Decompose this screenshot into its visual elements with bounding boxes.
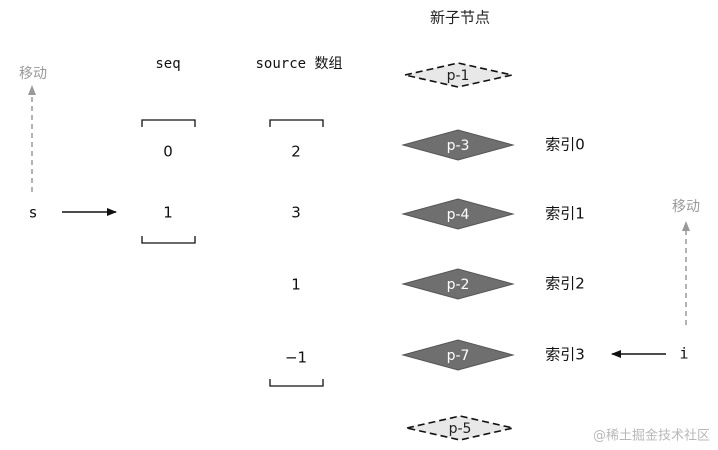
node-shape xyxy=(404,62,513,88)
diagram-title: 新子节点 xyxy=(430,9,490,27)
node-shape xyxy=(401,129,515,161)
pointer-s-label: s xyxy=(28,204,37,222)
index-label: 索引1 xyxy=(545,205,585,223)
seq-header: seq xyxy=(155,56,180,72)
node-p4: p-4 xyxy=(401,198,515,230)
source-value: 3 xyxy=(291,204,301,222)
node-p7: p-7 xyxy=(401,339,515,371)
source-value: −1 xyxy=(285,349,307,367)
node-shape xyxy=(401,198,515,230)
node-label: p-1 xyxy=(447,68,470,84)
source-header: source 数组 xyxy=(255,56,342,72)
pointer-i-label: i xyxy=(679,345,688,363)
source-value: 1 xyxy=(291,276,301,294)
node-label: p-5 xyxy=(449,421,472,437)
source-bracket-top xyxy=(269,119,324,127)
seq-bracket-top xyxy=(141,119,196,127)
watermark: @稀土掘金技术社区 xyxy=(593,428,710,444)
node-label: p-3 xyxy=(447,138,470,154)
index-label: 索引0 xyxy=(545,136,585,154)
seq-value: 1 xyxy=(163,204,173,222)
node-label: p-2 xyxy=(447,277,470,293)
node-p1: p-1 xyxy=(404,62,513,88)
seq-value: 0 xyxy=(163,143,173,161)
node-p3: p-3 xyxy=(401,129,515,161)
move-label-left: 移动 xyxy=(19,66,47,82)
index-label: 索引3 xyxy=(545,346,585,364)
node-p5: p-5 xyxy=(406,415,514,441)
node-label: p-7 xyxy=(447,348,470,364)
move-label-right: 移动 xyxy=(672,199,700,215)
seq-bracket-bottom xyxy=(141,236,196,244)
index-label: 索引2 xyxy=(545,275,585,293)
node-shape xyxy=(406,415,514,441)
source-bracket-bottom xyxy=(269,379,324,387)
node-shape xyxy=(401,339,515,371)
node-label: p-4 xyxy=(447,207,470,223)
source-value: 2 xyxy=(291,143,301,161)
node-p2: p-2 xyxy=(401,268,515,300)
node-shape xyxy=(401,268,515,300)
